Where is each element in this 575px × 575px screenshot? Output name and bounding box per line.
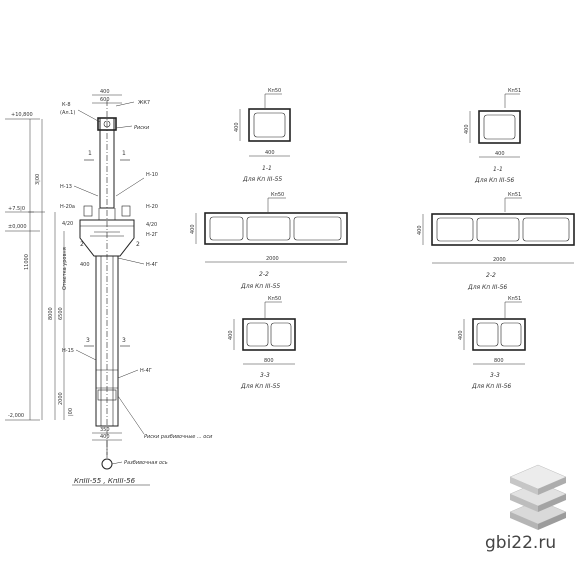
node-label-n20a: Н-20а bbox=[60, 204, 75, 210]
section-number: 3-3 bbox=[260, 372, 270, 379]
section-dim-v: 400 bbox=[458, 330, 464, 340]
dim-h-top-b: 600 bbox=[100, 97, 110, 103]
section-number: 1-1 bbox=[493, 166, 503, 173]
side-mark-dim-a: 4/20 bbox=[62, 221, 73, 227]
dim-h-bottom-a: 350 bbox=[100, 427, 110, 433]
section-caption: Для Кп III-56 bbox=[467, 284, 507, 291]
section-1-1-kp56: Кп51 400 400 1-1 Для Кп III-56 bbox=[464, 88, 521, 184]
node-label-al1: (Ал.1) bbox=[60, 110, 75, 116]
section-dim-h: 800 bbox=[264, 358, 274, 364]
annotation-riski: Риски bbox=[134, 125, 150, 131]
section-mark-2-left: 2 bbox=[80, 241, 84, 248]
section-dim-v: 400 bbox=[464, 124, 470, 134]
section-dim-h: 2000 bbox=[266, 256, 279, 262]
section-mark-3-left: 3 bbox=[86, 337, 90, 344]
node-label-n4g-upper: Н-4Г bbox=[146, 262, 158, 268]
node-label-n4g-lower: Н-4Г bbox=[140, 368, 152, 374]
section-caption: Для Кп III-56 bbox=[471, 383, 511, 390]
section-2-2-kp55: Кп50 2000 400 2-2 Для Кп III-55 bbox=[190, 192, 348, 290]
dim-v-foot: |00 bbox=[68, 408, 74, 416]
side-mark-dim-b: 4/20 bbox=[146, 222, 157, 228]
dim-v-2000: 2000 bbox=[58, 392, 64, 405]
node-label-n10: Н-10 bbox=[146, 172, 158, 178]
section-number: 3-3 bbox=[490, 372, 500, 379]
section-mark-1-right: 1 bbox=[122, 150, 126, 157]
node-label-n15: Н-15 bbox=[62, 348, 74, 354]
dim-h-top-a: 400 bbox=[100, 89, 110, 95]
section-dim-h: 800 bbox=[494, 358, 504, 364]
column-elevation: +10,800 +7.5|0 ±0,000 -2,000 3|00 11000 … bbox=[5, 89, 213, 486]
node-label-k8: К-8 bbox=[62, 102, 71, 108]
section-3-3-kp55: Кп50 800 400 3-3 Для Кп III-55 bbox=[228, 296, 296, 390]
section-dim-v: 400 bbox=[234, 122, 240, 132]
section-caption: Для Кп III-56 bbox=[474, 177, 514, 184]
dim-v-top: 3|00 bbox=[35, 174, 41, 185]
section-dim-h: 2000 bbox=[493, 257, 506, 263]
section-dim-v: 400 bbox=[190, 224, 196, 234]
section-mark-3-right: 3 bbox=[122, 337, 126, 344]
section-number: 2-2 bbox=[259, 271, 269, 278]
elevation-zero: ±0,000 bbox=[8, 224, 27, 230]
axis-marker bbox=[101, 458, 113, 470]
column-caption: КпIII-55 , КпIII-56 bbox=[74, 477, 136, 485]
section-tag: Кп50 bbox=[271, 192, 284, 198]
section-mark-2-right: 2 bbox=[136, 241, 140, 248]
section-tag: Кп51 bbox=[508, 192, 521, 198]
section-number: 2-2 bbox=[486, 272, 496, 279]
section-dim-h: 400 bbox=[265, 150, 275, 156]
section-1-1-kp55: Кп50 400 400 1-1 Для Кп III-55 bbox=[234, 88, 291, 183]
dim-v-total: 11000 bbox=[24, 254, 30, 270]
section-dim-h: 400 bbox=[495, 151, 505, 157]
section-tag: Кп51 bbox=[508, 88, 521, 94]
dim-v-6500: 6500 bbox=[58, 307, 64, 320]
section-tag: Кп50 bbox=[268, 296, 281, 302]
dim-h-bottom-b: 400 bbox=[100, 434, 110, 440]
node-label-n2g: Н-2Г bbox=[146, 232, 158, 238]
annotation-risks-axis: Риски разбивочные ... оси bbox=[144, 434, 213, 440]
section-caption: Для Кп III-55 bbox=[242, 176, 282, 183]
section-2-2-kp56: Кп51 2000 400 2-2 Для Кп III-56 bbox=[417, 192, 575, 291]
elevation-bottom: -2,000 bbox=[8, 413, 24, 419]
annotation-axis: Разбивочная ось bbox=[124, 460, 168, 466]
section-caption: Для Кп III-55 bbox=[240, 283, 280, 290]
section-tag: Кп51 bbox=[508, 296, 521, 302]
section-dim-v: 400 bbox=[417, 225, 423, 235]
section-number: 1-1 bbox=[262, 165, 272, 172]
section-tag: Кп50 bbox=[268, 88, 281, 94]
section-mark-1-left: 1 bbox=[88, 150, 92, 157]
section-caption: Для Кп III-55 bbox=[240, 383, 280, 390]
stacked-slabs-logo-icon bbox=[509, 464, 567, 530]
elevation-mid: +7.5|0 bbox=[8, 206, 25, 212]
dim-v-8000: 8000 bbox=[48, 307, 54, 320]
elevation-top: +10,800 bbox=[11, 112, 33, 118]
section-3-3-kp56: Кп51 800 400 3-3 Для Кп III-56 bbox=[458, 296, 526, 390]
node-label-zhk7: ЖК7 bbox=[138, 100, 150, 106]
section-dim-v: 400 bbox=[228, 330, 234, 340]
node-label-n20: Н-20 bbox=[146, 204, 158, 210]
side-mark-level: Отметка уровня bbox=[62, 247, 68, 290]
side-mark-dim-c: 400 bbox=[80, 262, 90, 268]
watermark-text: gbi22.ru bbox=[485, 533, 557, 553]
node-label-n13: Н-13 bbox=[60, 184, 72, 190]
